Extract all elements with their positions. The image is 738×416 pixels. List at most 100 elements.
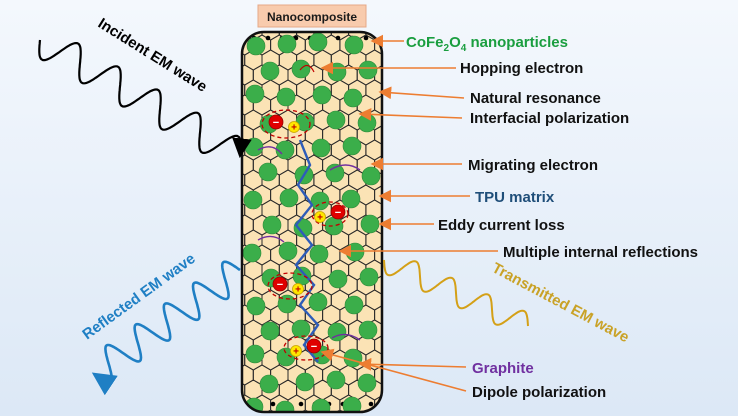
- plus-sign: +: [293, 347, 299, 358]
- dipole-pairs: − + − + − + − +: [261, 109, 349, 361]
- cofe2o4-particle: [278, 241, 298, 261]
- cofe2o4-particle: [308, 32, 328, 52]
- cofe2o4-particle: [361, 166, 381, 186]
- minus-sign: −: [335, 207, 341, 219]
- plus-sign: +: [295, 285, 301, 296]
- cofe2o4-particle: [328, 269, 348, 289]
- cofe2o4-particle: [311, 398, 331, 412]
- lattice-node: [363, 35, 369, 41]
- transmitted-wave-label: Transmitted EM wave: [489, 260, 632, 347]
- cofe2o4-particle: [245, 84, 265, 104]
- cofe2o4-particle: [245, 344, 265, 364]
- graphite-hex: [383, 170, 400, 190]
- graphite-hex: [383, 350, 400, 370]
- graphite-hex: [383, 140, 400, 160]
- cofe2o4-particle: [360, 214, 380, 234]
- cofe2o4-particle: [276, 87, 296, 107]
- cofe2o4-particle: [342, 136, 362, 156]
- positive-charge: [314, 211, 326, 223]
- lattice-node: [298, 401, 304, 407]
- hopping-electron-label: Hopping electron: [460, 60, 583, 77]
- cofe2o4-particle: [345, 242, 365, 262]
- cofe2o4-particle: [309, 244, 329, 264]
- cofe2o4-particle: [326, 370, 346, 390]
- nanocomposite-header-box: [257, 4, 367, 28]
- lattice-node: [265, 35, 271, 41]
- label-pointers: [320, 34, 498, 392]
- graphite-hex: [383, 320, 400, 340]
- cofe2o4-particle: [243, 190, 263, 210]
- cofe2o4-particle: [312, 85, 332, 105]
- negative-charge: [306, 338, 322, 354]
- cofe2o4-particle: [258, 162, 278, 182]
- negative-charge: [272, 276, 288, 292]
- hopping-path-3: [257, 235, 285, 243]
- cofe2o4-particle: [357, 113, 377, 133]
- inner-features: [257, 64, 361, 363]
- cofe2o4-particle: [295, 372, 315, 392]
- cofe2o4-particle: [246, 296, 266, 316]
- multiple-reflections-label: Multiple internal reflections: [503, 244, 698, 261]
- hopping-path-2: [329, 164, 361, 171]
- cofe2o4-particles: [242, 32, 381, 412]
- minus-sign: −: [273, 117, 279, 129]
- cofe2o4-particle: [308, 292, 328, 312]
- hopping-path-4: [331, 333, 361, 341]
- graphite-hex: [383, 380, 400, 400]
- tpu-matrix-label: TPU matrix: [475, 189, 555, 206]
- migrating-electron-label: Migrating electron: [468, 157, 598, 174]
- cofe2o4-particle: [344, 35, 364, 55]
- lattice-node: [368, 401, 374, 407]
- plus-sign: +: [317, 213, 323, 224]
- plus-sign: +: [291, 123, 297, 134]
- cofe2o4-particle: [327, 322, 347, 342]
- cofe2o4-particle: [311, 138, 331, 158]
- positive-charge: [288, 121, 300, 133]
- minus-sign: −: [277, 279, 283, 291]
- dipole-ellipse: [311, 201, 349, 227]
- graphite-hex: [383, 50, 400, 70]
- cofe2o4-particle: [275, 140, 295, 160]
- cofe2o4-particle: [262, 215, 282, 235]
- positive-charge: [292, 283, 304, 295]
- graphite-hex: [383, 290, 400, 310]
- negative-charge: [268, 114, 284, 130]
- hopping-path-1: [257, 146, 283, 155]
- cofe2o4-particle: [357, 373, 377, 393]
- natural-resonance-label: Natural resonance: [470, 90, 601, 107]
- cofe2o4-particle: [344, 295, 364, 315]
- lattice-node: [270, 401, 276, 407]
- cofe2o4-particle: [343, 88, 363, 108]
- cofe2o4-particle: [260, 321, 280, 341]
- cofe2o4-particle: [277, 34, 297, 54]
- cofe2o4-particle: [341, 189, 361, 209]
- reflected-wave-label: Reflected EM wave: [79, 250, 198, 343]
- migrating-electron-path: [294, 139, 320, 363]
- graphite-hex: [383, 20, 400, 40]
- graphite-hex: [383, 230, 400, 250]
- reflected-wave: [91, 260, 241, 396]
- cofe2o4-particle: [358, 320, 378, 340]
- hopping-path-5: [299, 64, 315, 73]
- cofe2o4-particle: [242, 243, 262, 263]
- incident-wave-label: Incident EM wave: [95, 15, 210, 96]
- cofe2o4-particle: [326, 110, 346, 130]
- graphite-hex: [383, 200, 400, 220]
- cofe2o4-particle: [244, 137, 264, 157]
- cofe2o4-particle: [259, 374, 279, 394]
- nanocomposite-header: Nanocomposite: [267, 10, 357, 24]
- minus-sign: −: [311, 341, 317, 353]
- negative-charge: [330, 204, 346, 220]
- cofe2o4-particle: [358, 60, 378, 80]
- eddy-current-label: Eddy current loss: [438, 217, 565, 234]
- cofe2o4-particle: [279, 188, 299, 208]
- positive-charge: [290, 345, 302, 357]
- cofe2o4-label: CoFe2O4 nanoparticles: [406, 34, 568, 54]
- dipole-polarization-label: Dipole polarization: [472, 384, 606, 401]
- graphite-hex: [242, 32, 246, 41]
- transmitted-wave: [383, 259, 529, 327]
- cofe2o4-particle: [260, 61, 280, 81]
- cofe2o4-particle: [342, 396, 362, 412]
